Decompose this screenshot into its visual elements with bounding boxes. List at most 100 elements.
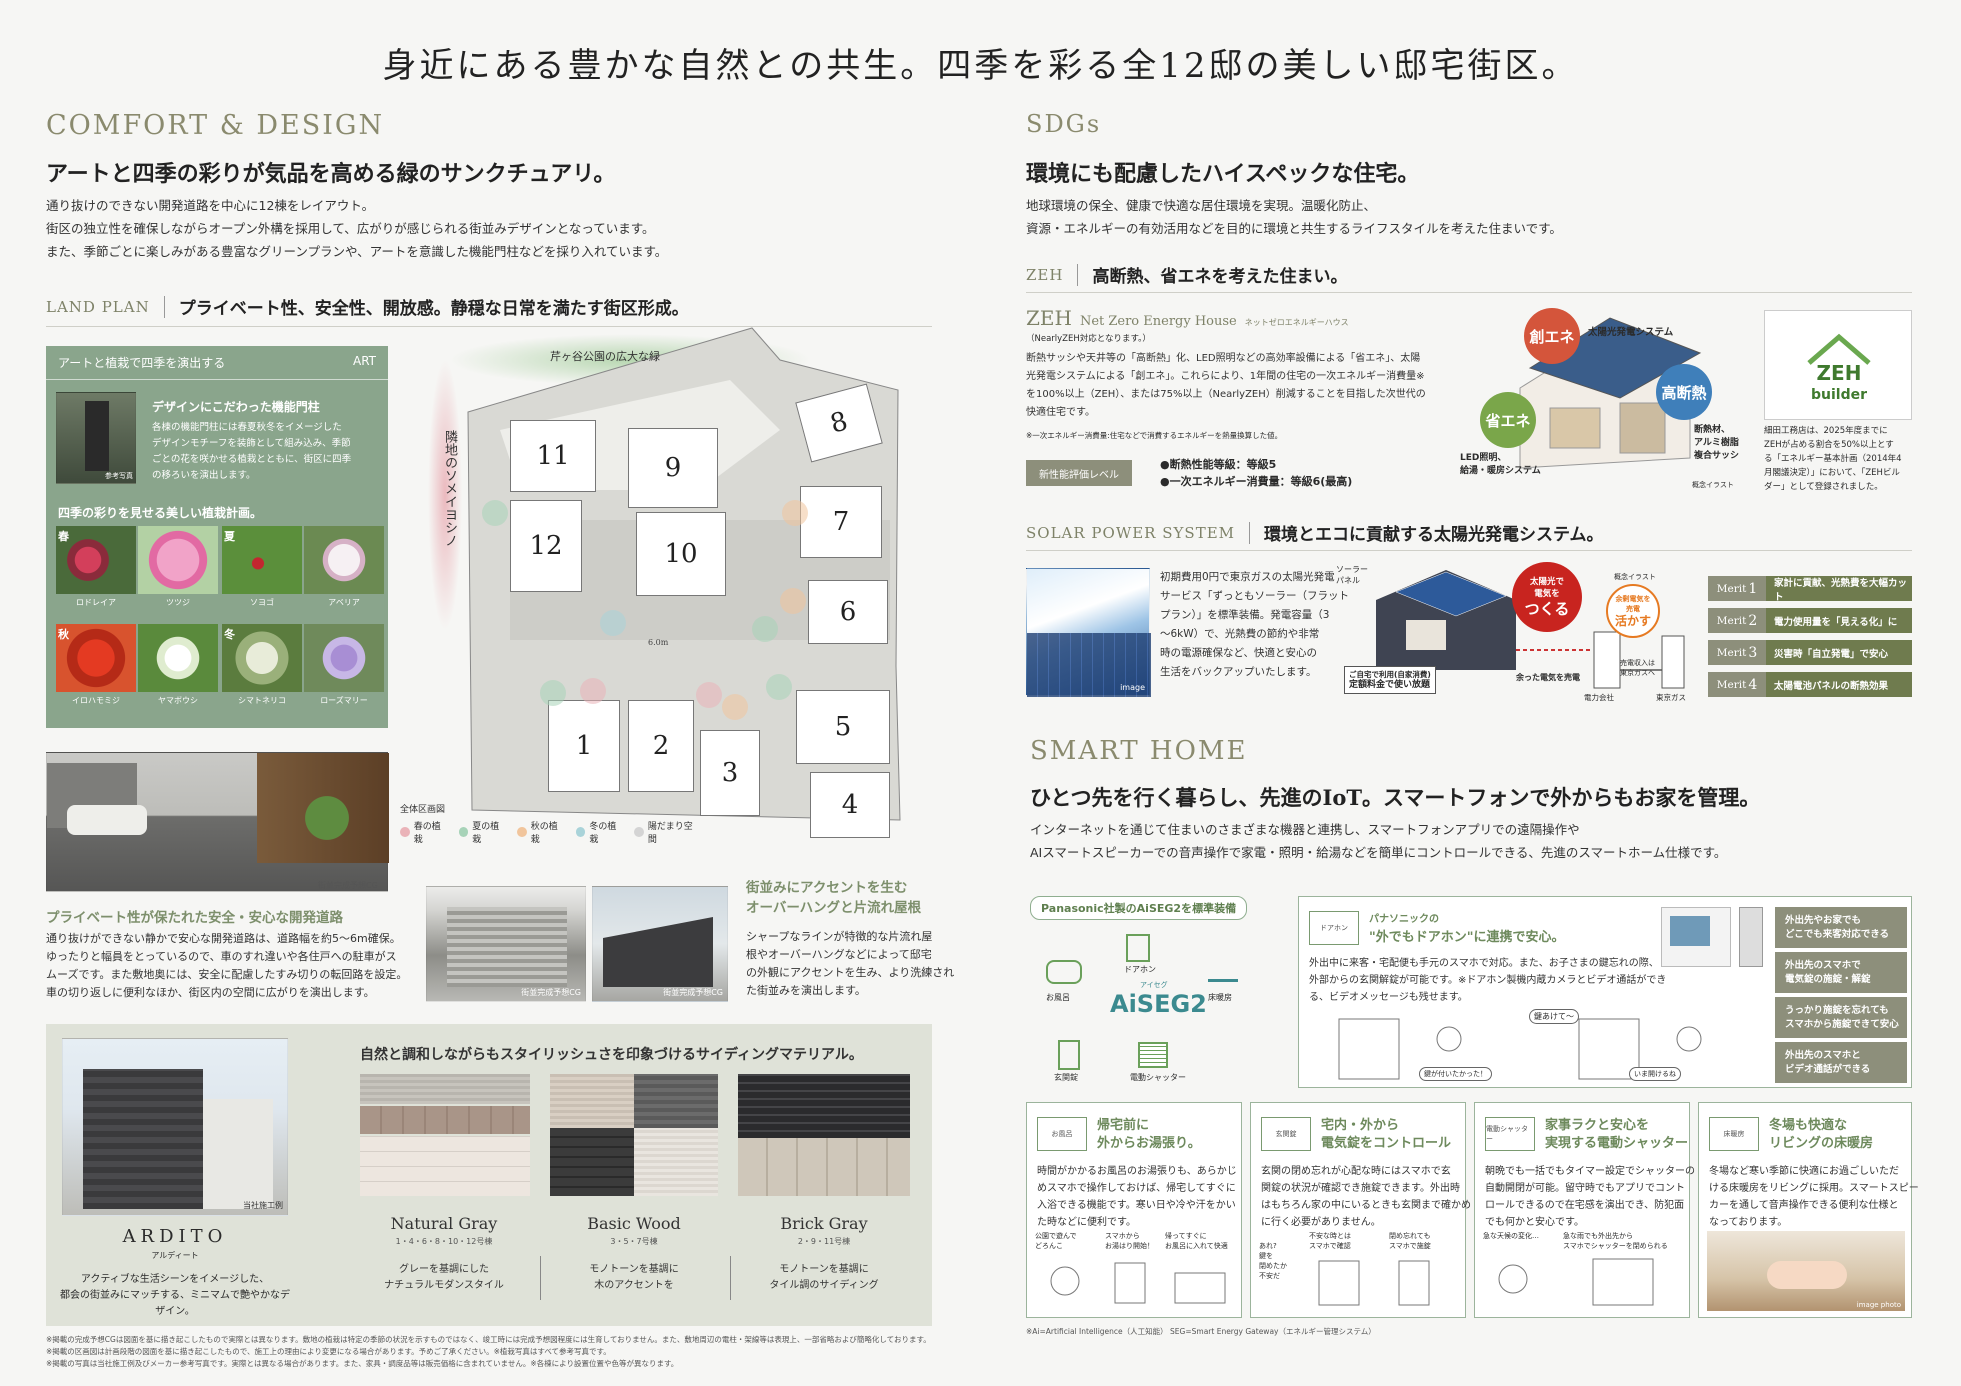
feature-floor-heating: 床暖房 冬場も快適なリビングの床暖房 冬場など寒い季節に快適にお過ごしいただける… <box>1698 1102 1919 1318</box>
planting-heading: 四季の彩りを見せる美しい植栽計画。 <box>58 506 263 520</box>
lot-2: 2 <box>628 700 694 792</box>
season-spring-label: 春 <box>58 530 69 543</box>
basic-wood-swatch-1 <box>550 1074 634 1128</box>
zeh-builder-text: 細田工務店は、2025年度までに ZEHが占める割合を50%以上とす る「エネル… <box>1764 426 1902 492</box>
private-road-body: 通り抜けができない静かで安心な開発道路は、道路幅を約5〜6m確保。 ゆったりと幅… <box>46 932 408 999</box>
self-use-box: ご自宅で利用(自家消費) 定額料金で使い放題 <box>1344 666 1436 694</box>
zeh-title: ZEH Net Zero Energy House ネットゼロエネルギーハウス <box>1026 306 1349 330</box>
brick-gray-desc: モノトーンを基調に タイル調のサイディング <box>769 1264 879 1291</box>
legend-spring: 春の植栽 <box>400 819 449 845</box>
brick-gray-name: Brick Gray <box>780 1214 868 1233</box>
basic-wood-desc: モノトーンを基調に 木のアクセントを <box>589 1264 679 1291</box>
feature-lock-sketch: あれ?鍵を閉めたか不安だ 不安な時とはスマホで確認 閉め忘れてもスマホで施錠 <box>1259 1231 1457 1311</box>
gate-heading: デザインにこだわった機能門柱 <box>152 400 320 414</box>
led-label: LED照明、 給湯・暖房システム <box>1460 453 1541 476</box>
lot-11: 11 <box>510 420 596 492</box>
brick-gray-lots: 2・9・11号棟 <box>797 1237 851 1246</box>
solar-panel-image: image <box>1026 568 1151 697</box>
ardito-kana: アルディート <box>151 1251 199 1260</box>
gate-body: 各棟の機能門柱には春夏秋冬をイメージした デザインモチーフを装飾として組み込み、… <box>152 422 352 481</box>
season-summer-label: 夏 <box>224 530 235 543</box>
doorphone-body: 外出中に来客・宅配便も手元のスマホで対応。また、お子さまの鍵忘れの際、 外部から… <box>1309 958 1667 1003</box>
sdgs-body: 地球環境の保全、健康で快適な居住環境を実現。温暖化防止、 資源・エネルギーの有効… <box>1026 198 1562 236</box>
smart-section-label: SMART HOME <box>1030 736 1248 766</box>
door-item-3: うっかり施錠を忘れてもスマホから施錠できて安心 <box>1775 997 1907 1038</box>
park-label: 芹ヶ谷公園の広大な緑 <box>550 350 660 363</box>
landplan-label: LAND PLAN <box>46 297 150 316</box>
house-cg-image-2: 街並完成予想CG <box>592 886 728 1002</box>
basic-wood-swatch-4 <box>634 1128 718 1196</box>
sdgs-section-label: SDGs <box>1026 110 1102 138</box>
zeh-nearly-note: （NearlyZEH対応となります。） <box>1026 334 1151 344</box>
art-panel: アートと植栽で四季を演出する ART 参考写真 デザインにこだわった機能門柱 各… <box>46 346 388 728</box>
gate-photo: 参考写真 <box>56 392 136 484</box>
neighbor-label: 隣地のソメイヨシノ <box>442 430 457 547</box>
landplan-bar: LAND PLAN プライベート性、安全性、開放感。静穏な日常を満たす街区形成。 <box>46 294 689 319</box>
flower-dogwood <box>138 624 218 692</box>
flower-soyogo <box>222 526 302 594</box>
flower-abelia <box>304 526 384 594</box>
ardito-desc: アクティブな生活シーンをイメージした、 都会の街並みにマッチする、ミニマムで艶や… <box>60 1274 290 1317</box>
private-road-heading: プライベート性が保たれた安全・安心な開発道路 <box>46 910 343 926</box>
natural-gray-desc: グレーを基調にした ナチュラルモダンスタイル <box>384 1264 504 1291</box>
season-autumn-label: 秋 <box>58 628 69 641</box>
solar-system-label: 太陽光発電システム <box>1588 327 1674 338</box>
street-cg-image <box>46 752 389 892</box>
tokyo-gas-label: 東京ガス <box>1656 693 1686 702</box>
feature-shutter-body: 朝晩でも一括でもタイマー設定でシャッターの自動開閉が可能。留守時でもアプリでコン… <box>1485 1166 1695 1228</box>
doorphone-monitor <box>1661 907 1731 967</box>
brick-gray-swatch-2 <box>738 1138 910 1196</box>
zeh-levels: ●断熱性能等級：等級5 ●一次エネルギー消費量：等級6(最高) <box>1160 458 1353 488</box>
feature-lock: 玄関錠 宅内・外から電気錠をコントロール 玄関の閉め忘れが心配な時にはスマホで玄… <box>1250 1102 1471 1318</box>
zeh-energy-note: ※一次エネルギー消費量:住宅などで消費するエネルギーを熱量換算した値。 <box>1026 431 1283 440</box>
feature-floor-body: 冬場など寒い季節に快適にお過ごしいただける床暖房をリビングに採用。スマートスピー… <box>1709 1166 1919 1228</box>
door-item-4: 外出先のスマホとビデオ通話ができる <box>1775 1042 1907 1083</box>
feature-lock-title: 宅内・外から電気錠をコントロール <box>1321 1118 1452 1151</box>
natural-gray-swatch-3 <box>360 1136 530 1196</box>
natural-gray-name: Natural Gray <box>390 1214 498 1233</box>
zeh-heading: 高断熱、省エネを考えた住まい。 <box>1092 267 1348 287</box>
feature-floor-title: 冬場も快適なリビングの床暖房 <box>1769 1118 1874 1151</box>
overhang-body: シャープなラインが特徴的な片流れ屋 根やオーバーハングなどによって邸宅 の外観に… <box>746 930 955 997</box>
solar-label: SOLAR POWER SYSTEM <box>1026 523 1236 542</box>
road-width-label: 6.0m <box>648 638 669 647</box>
footnote-right: ※Ai=Artificial Intelligence（人工知能） SEG=Sm… <box>1026 1327 1376 1336</box>
feature-shutter-title: 家事ラクと安心を実現する電動シャッター <box>1545 1118 1689 1151</box>
comfort-section-label: COMFORT & DESIGN <box>46 110 385 141</box>
aiseg-diagram: AiSEG2 アイセグ お風呂 ドアホン 床暖房 玄関錠 電動シャッター <box>1040 930 1262 1090</box>
doorphone-unit <box>1739 907 1763 967</box>
zeh-badge-text: ZEH <box>1816 361 1862 385</box>
zeh-level-badge: 新性能評価レベル <box>1026 460 1132 486</box>
sdgs-heading: 環境にも配慮したハイスペックな住宅。 <box>1026 161 1420 187</box>
power-company-label: 電力会社 <box>1584 693 1614 702</box>
lot-6: 6 <box>808 580 888 644</box>
doorphone-icon <box>1126 934 1150 962</box>
comfort-body: 通り抜けのできない開発道路を中心に12棟をレイアウト。 街区の独立性を確保しなが… <box>46 198 668 259</box>
lot-10: 10 <box>636 512 726 596</box>
door-lock-icon <box>1058 1040 1080 1070</box>
doorphone-feature-icon: ドアホン <box>1309 911 1359 945</box>
zeh-illustration: 創エネ 省エネ 高断熱 太陽光発電システム LED照明、 給湯・暖房システム 断… <box>1460 308 1750 492</box>
aiseg-logo: AiSEG2 <box>1110 990 1207 1018</box>
page-title: 身近にある豊かな自然との共生。四季を彩る全12邸の美しい邸宅街区。 <box>382 46 1579 86</box>
lot-12: 12 <box>510 500 582 592</box>
doorphone-sketch: 鍵あけて〜 鍵が付いたかった！ いま開けるね <box>1329 1009 1719 1081</box>
flower-maple <box>56 624 136 692</box>
materials-heading: 自然と調和しながらもスタイリッシュさを印象づけるサイディングマテリアル。 <box>360 1047 863 1063</box>
feature-shutter-sketch: 急な天候の変化… 急な雨でも外出先からスマホでシャッターを閉められる <box>1483 1231 1681 1311</box>
feature-shutter: 電動シャッター 家事ラクと安心を実現する電動シャッター 朝晩でも一括でもタイマー… <box>1474 1102 1695 1318</box>
natural-gray-swatch-2 <box>360 1106 530 1134</box>
materials-panel: 当社施工例 ARDITO アルディート アクティブな生活シーンをイメージした、 … <box>46 1024 932 1326</box>
natural-gray-lots: 1・4・6・8・10・12号棟 <box>395 1237 493 1246</box>
lot-7: 7 <box>800 486 882 558</box>
floor-heating-photo: image photo <box>1707 1231 1905 1311</box>
flower-azalea <box>138 526 218 594</box>
zeh-body: 断熱サッシや天井等の「高断熱」化、LED照明などの高効率設備による「省エネ」、太… <box>1026 353 1426 418</box>
door-item-1: 外出先やお家でもどこでも来客対応できる <box>1775 907 1907 948</box>
lot-9: 9 <box>628 428 718 508</box>
door-item-2: 外出先のスマホで電気錠の施錠・解錠 <box>1775 952 1907 993</box>
